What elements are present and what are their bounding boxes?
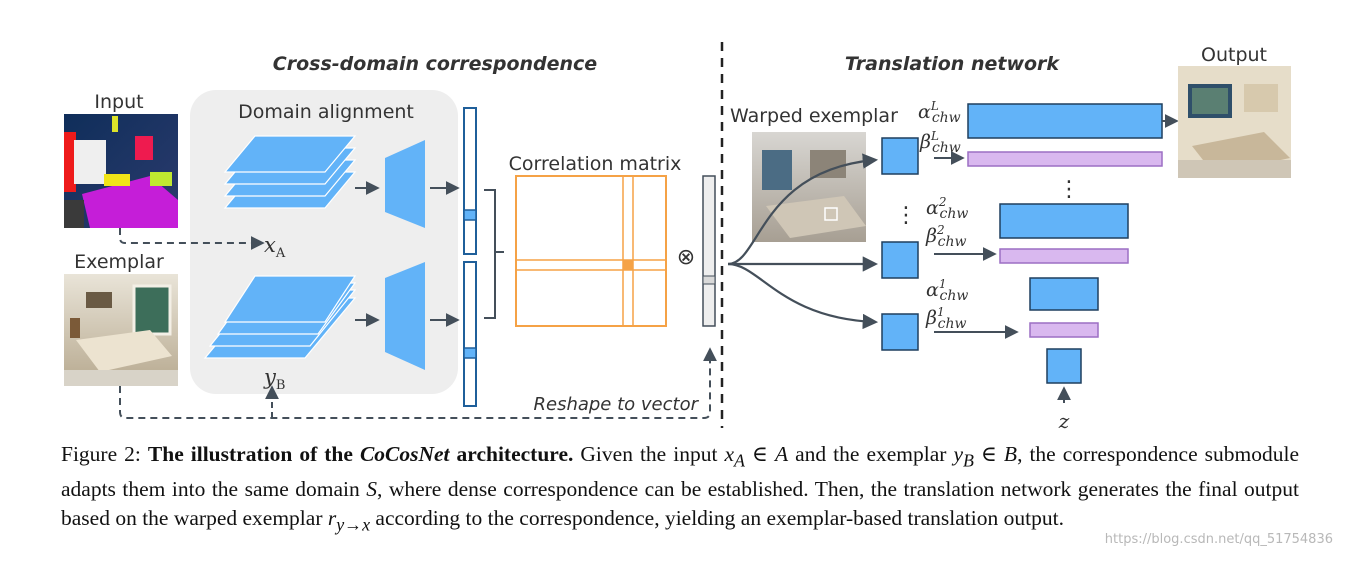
encoder-bottom	[385, 262, 425, 370]
modulation-bar-2	[999, 248, 1129, 264]
encoder-top	[385, 140, 425, 228]
figure-caption: Figure 2: The illustration of the CoCosN…	[61, 442, 1300, 535]
yb-label: yB	[263, 365, 285, 393]
warped-feature-box-1	[881, 313, 919, 351]
dashed-arrow-input-to-xa	[119, 228, 265, 250]
modulation-bar-L	[967, 151, 1163, 167]
noise-input-block	[1046, 348, 1082, 384]
exemplar-image	[64, 274, 178, 386]
exemplar-label: Exemplar	[74, 251, 164, 273]
cocosnet-architecture-diagram: Cross-domain correspondence Translation …	[64, 42, 1291, 430]
warped-exemplar-image	[752, 132, 866, 242]
modulation-bar-1	[1029, 322, 1099, 338]
brace	[484, 189, 504, 319]
section-title-translation: Translation network	[845, 53, 1060, 75]
input-segmentation-image	[64, 114, 178, 228]
feature-vector-top	[463, 107, 477, 255]
input-label: Input	[94, 91, 143, 113]
arrow-to-branch-bottom	[727, 262, 879, 330]
generator-block-1	[1029, 277, 1099, 311]
otimes-symbol: ⊗	[677, 245, 695, 270]
caption-bold-title: The illustration of the CoCosNet archite…	[147, 442, 574, 466]
reshape-to-vector-label: Reshape to vector	[533, 394, 699, 415]
z-label: z	[1058, 409, 1070, 430]
caption-figure-number: Figure 2:	[61, 442, 148, 466]
dashed-arrow-exemplar-to-vector	[119, 347, 717, 419]
reshaped-vector	[702, 175, 716, 327]
warped-feature-box-2	[881, 241, 919, 279]
feature-vector-bottom	[463, 261, 477, 407]
warped-feature-box-L	[881, 137, 919, 175]
correlation-matrix-label: Correlation matrix	[509, 153, 682, 175]
correlation-matrix	[515, 175, 667, 327]
feature-stack-top	[223, 135, 357, 209]
vertical-dots-right: ⋮	[1058, 177, 1080, 202]
warped-exemplar-label: Warped exemplar	[730, 105, 898, 127]
output-image	[1178, 66, 1291, 178]
output-label: Output	[1201, 44, 1267, 66]
domain-alignment-label: Domain alignment	[238, 101, 414, 123]
vertical-dots-left: ⋮	[895, 203, 917, 228]
generator-block-2	[999, 203, 1129, 239]
xa-label: xA	[264, 233, 286, 261]
feature-stack-bottom	[203, 275, 357, 359]
arrow-to-branch-top	[727, 153, 879, 266]
watermark-url: https://blog.csdn.net/qq_51754836	[1104, 532, 1333, 547]
generator-block-L	[967, 103, 1163, 139]
section-title-correspondence: Cross-domain correspondence	[273, 53, 598, 75]
